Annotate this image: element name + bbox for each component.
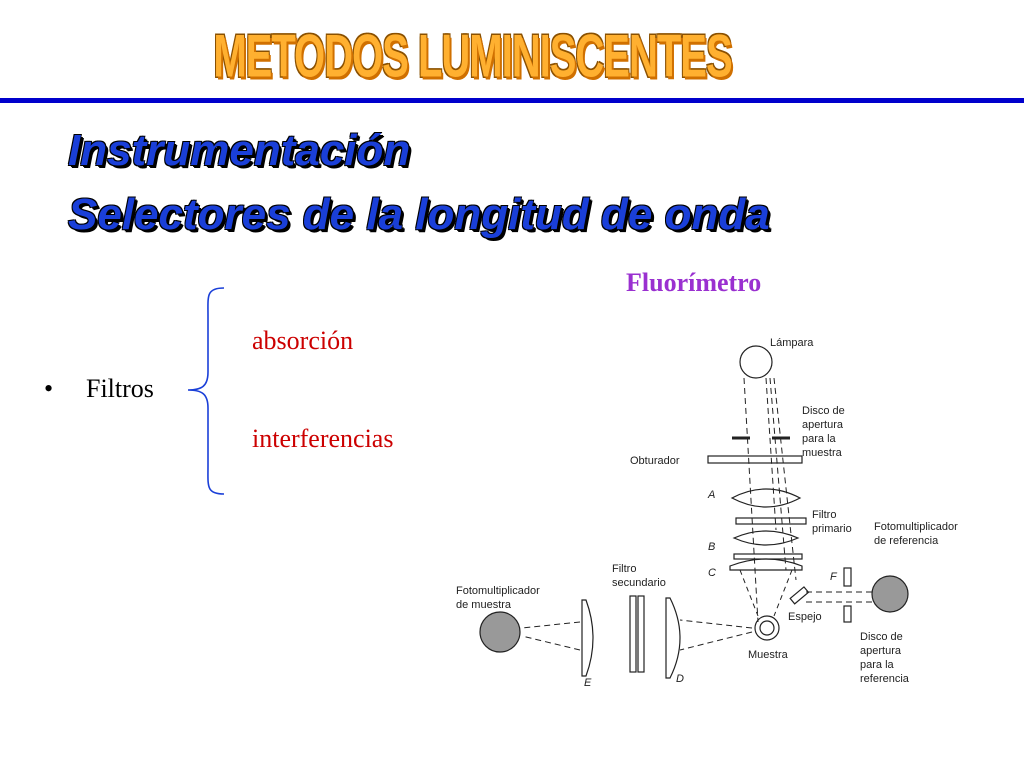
sample-pmt-icon bbox=[479, 611, 521, 653]
label-pmt-ref-2: de referencia bbox=[874, 535, 939, 547]
lens-c-icon bbox=[729, 558, 803, 571]
label-b: B bbox=[708, 541, 715, 553]
label-e: E bbox=[584, 677, 592, 689]
label-disc-sample-1: Disco de bbox=[802, 405, 845, 417]
bullet-filtros: Filtros bbox=[86, 374, 154, 403]
label-f: F bbox=[830, 571, 838, 583]
option-interferencias: interferencias bbox=[252, 424, 394, 453]
sample-cuvette-icon bbox=[754, 615, 780, 641]
lamp-icon bbox=[739, 345, 773, 379]
lens-d-icon bbox=[665, 597, 681, 679]
fluorimeter-diagram: Lámpara Disco de apertura para la muestr… bbox=[456, 337, 958, 689]
label-filter-secondary-2: secundario bbox=[612, 577, 666, 589]
label-lamp: Lámpara bbox=[770, 337, 814, 349]
shutter-plate bbox=[707, 455, 803, 464]
secondary-filter-icon bbox=[629, 595, 637, 673]
label-filter-primary-1: Filtro bbox=[812, 509, 836, 521]
bullet-marker: • bbox=[44, 374, 54, 403]
label-sample: Muestra bbox=[748, 649, 789, 661]
label-disc-ref-1: Disco de bbox=[860, 631, 903, 643]
label-pmt-ref-1: Fotomultiplicador bbox=[874, 521, 958, 533]
mirror-icon bbox=[789, 586, 810, 605]
label-c: C bbox=[708, 567, 716, 579]
label-shutter: Obturador bbox=[630, 455, 680, 467]
lens-b-icon bbox=[732, 530, 800, 546]
label-filter-primary-2: primario bbox=[812, 523, 852, 535]
heading-instrumentacion: Instrumentación bbox=[68, 126, 411, 175]
lens-a-icon bbox=[730, 488, 802, 508]
title-underline bbox=[0, 98, 1024, 103]
label-d: D bbox=[676, 673, 684, 685]
label-a: A bbox=[707, 489, 715, 501]
slide-title: METODOS LUMINISCENTES bbox=[213, 24, 732, 90]
diagram-title: Fluorímetro bbox=[626, 268, 762, 297]
reference-pmt-icon bbox=[871, 575, 909, 613]
option-absorcion: absorción bbox=[252, 326, 354, 355]
lens-e-icon bbox=[581, 599, 594, 677]
label-filter-secondary-1: Filtro bbox=[612, 563, 636, 575]
curly-brace bbox=[187, 287, 225, 495]
label-disc-sample-4: muestra bbox=[802, 447, 843, 459]
label-disc-ref-4: referencia bbox=[860, 673, 910, 685]
label-disc-sample-3: para la bbox=[802, 433, 837, 445]
label-mirror: Espejo bbox=[788, 611, 822, 623]
label-disc-ref-2: apertura bbox=[860, 645, 902, 657]
label-pmt-sample-2: de muestra bbox=[456, 599, 512, 611]
label-disc-sample-2: apertura bbox=[802, 419, 844, 431]
label-pmt-sample-1: Fotomultiplicador bbox=[456, 585, 540, 597]
heading-selectores: Selectores de la longitud de onda bbox=[68, 190, 770, 239]
filter-f-icon bbox=[843, 567, 852, 587]
label-disc-ref-3: para la bbox=[860, 659, 895, 671]
